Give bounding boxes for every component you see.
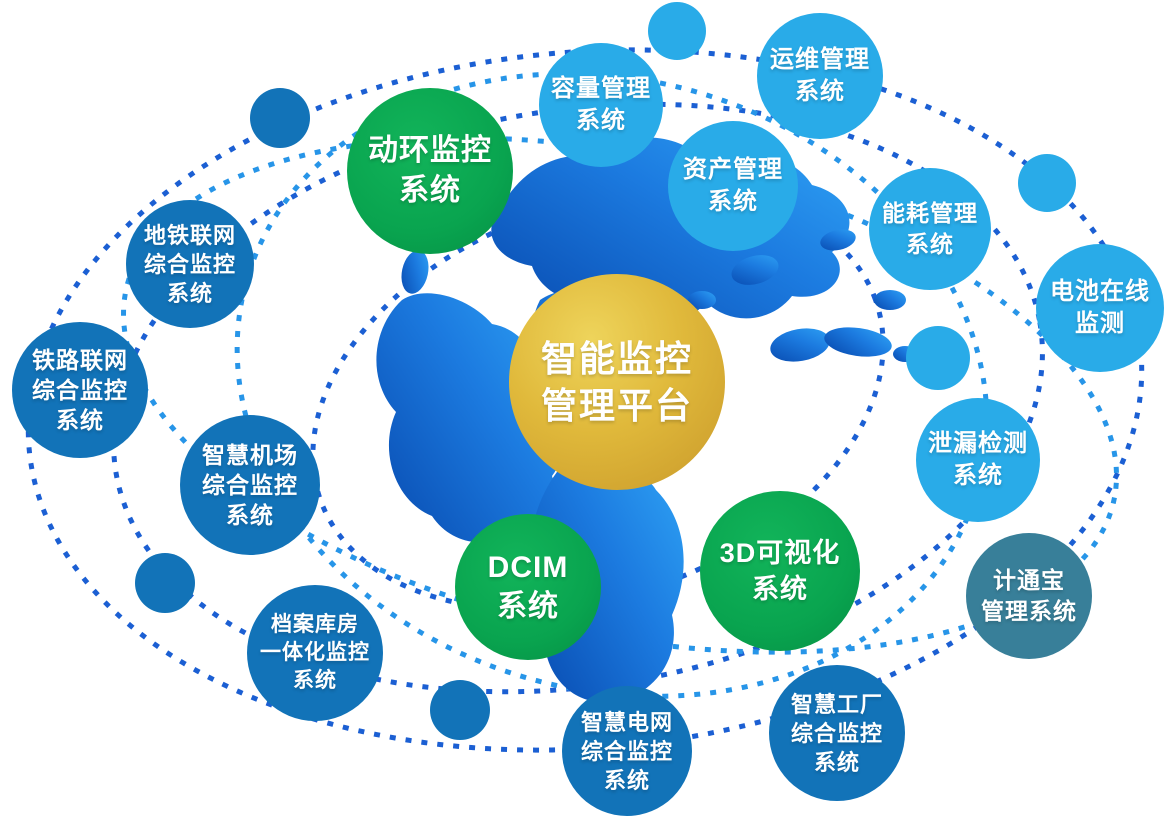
node-label-line: 综合监控 bbox=[32, 377, 128, 403]
island-2 bbox=[770, 328, 830, 362]
hub-label-line: 智能监控 bbox=[540, 338, 693, 379]
island-1 bbox=[731, 255, 779, 285]
node-label-line: 电池在线 bbox=[1050, 278, 1150, 305]
node-ops-mgmt: 运维管理 系统 bbox=[757, 13, 883, 139]
decor-circle-light-3 bbox=[906, 326, 970, 390]
node-label-line: 档案库房 bbox=[271, 613, 359, 636]
node-leak-detection: 泄漏检测 系统 bbox=[916, 398, 1040, 522]
node-label-line: 系统 bbox=[293, 669, 337, 692]
node-jitongbao-mgmt: 计通宝 管理系统 bbox=[966, 533, 1092, 659]
node-label-line: 能耗管理 bbox=[882, 200, 978, 226]
node-label-line: 地铁联网 bbox=[143, 222, 236, 248]
node-railway-network: 铁路联网 综合监控 系统 bbox=[12, 322, 148, 458]
node-energy-mgmt: 能耗管理 系统 bbox=[869, 168, 991, 290]
hub-intelligent-monitoring-platform: 智能监控 管理平台 bbox=[509, 274, 725, 490]
node-capacity-mgmt: 容量管理 系统 bbox=[539, 43, 663, 167]
node-label-line: 系统 bbox=[399, 174, 461, 207]
hub-label-line: 管理平台 bbox=[540, 385, 693, 426]
node-label-line: 监测 bbox=[1075, 310, 1125, 337]
node-label-line: 系统 bbox=[576, 107, 626, 134]
node-label-line: 系统 bbox=[497, 590, 559, 623]
island-6 bbox=[820, 229, 856, 251]
island-8 bbox=[401, 250, 429, 294]
node-label-line: 管理系统 bbox=[981, 598, 1077, 624]
node-label-line: 资产管理 bbox=[683, 156, 783, 183]
node-asset-mgmt: 资产管理 系统 bbox=[668, 121, 798, 251]
node-label-line: 3D可视化 bbox=[719, 538, 841, 568]
node-label-line: 智慧电网 bbox=[580, 709, 673, 735]
node-label-line: 系统 bbox=[813, 749, 860, 775]
node-smart-grid: 智慧电网 综合监控 系统 bbox=[562, 686, 692, 816]
node-label-line: 系统 bbox=[708, 188, 758, 215]
decor-circle-light-1 bbox=[648, 2, 706, 60]
node-smart-airport: 智慧机场 综合监控 系统 bbox=[180, 415, 320, 555]
node-label-line: 综合监控 bbox=[202, 472, 298, 498]
node-label-line: 综合监控 bbox=[580, 738, 673, 764]
node-label-line: 泄漏检测 bbox=[928, 430, 1028, 457]
node-smart-factory: 智慧工厂 综合监控 系统 bbox=[769, 665, 905, 801]
node-archive-warehouse: 档案库房 一体化监控 系统 bbox=[247, 585, 383, 721]
node-label-line: DCIM bbox=[487, 551, 569, 584]
node-label-line: 系统 bbox=[226, 502, 274, 528]
node-label-line: 计通宝 bbox=[993, 567, 1065, 593]
node-3d-visualization: 3D可视化 系统 bbox=[700, 491, 860, 651]
node-battery-online: 电池在线 监测 bbox=[1036, 244, 1164, 372]
node-label-line: 系统 bbox=[795, 78, 845, 105]
node-label-line: 动环监控 bbox=[368, 134, 492, 167]
node-label-line: 综合监控 bbox=[143, 251, 236, 277]
node-label-line: 系统 bbox=[906, 231, 954, 257]
node-label-line: 铁路联网 bbox=[32, 347, 128, 373]
node-label-line: 容量管理 bbox=[551, 75, 651, 102]
decor-circle-dark-2 bbox=[135, 553, 195, 613]
node-label-line: 运维管理 bbox=[770, 46, 870, 73]
node-label-line: 系统 bbox=[166, 280, 213, 306]
node-label-line: 系统 bbox=[56, 407, 104, 433]
island-3 bbox=[824, 327, 892, 357]
island-7 bbox=[688, 291, 716, 309]
node-label-line: 系统 bbox=[953, 462, 1003, 489]
node-metro-network: 地铁联网 综合监控 系统 bbox=[126, 200, 254, 328]
node-label-line: 系统 bbox=[752, 574, 808, 604]
node-dcim: DCIM 系统 bbox=[455, 514, 601, 660]
node-label-line: 智慧工厂 bbox=[790, 691, 883, 717]
node-label-line: 系统 bbox=[603, 767, 650, 793]
decor-circle-dark-1 bbox=[250, 88, 310, 148]
node-label-line: 一体化监控 bbox=[260, 641, 370, 664]
island-4 bbox=[874, 290, 906, 310]
node-label-line: 综合监控 bbox=[790, 720, 883, 746]
node-donghuan-monitoring: 动环监控 系统 bbox=[347, 88, 513, 254]
node-label-line: 智慧机场 bbox=[202, 442, 298, 468]
decor-circle-dark-3 bbox=[430, 680, 490, 740]
decor-circle-light-2 bbox=[1018, 154, 1076, 212]
